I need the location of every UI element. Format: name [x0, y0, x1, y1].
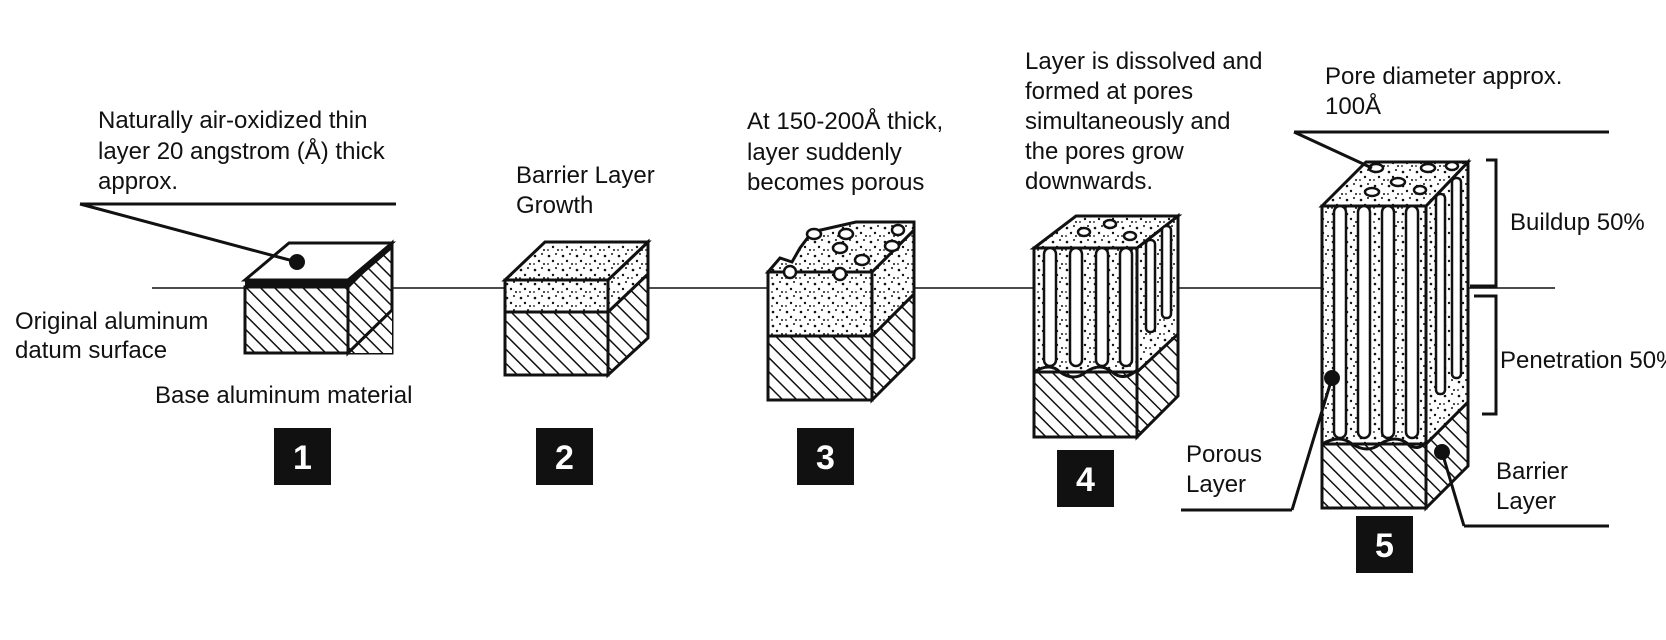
- step-badge-5: 5: [1356, 516, 1413, 573]
- leader-porous: [1290, 377, 1334, 511]
- label-base: Base aluminum material: [155, 382, 412, 409]
- leader-pore: [1293, 130, 1373, 170]
- bracket-buildup: [1470, 158, 1498, 288]
- label-porous-onset: At 150-200Å thick, layer suddenly become…: [747, 107, 950, 196]
- step-badge-3: 3: [797, 428, 854, 485]
- leader-oxide: [79, 202, 298, 264]
- svg-text:3: 3: [816, 439, 835, 477]
- label-barrier-growth: Barrier Layer Growth: [516, 162, 661, 219]
- bracket-penetration: [1474, 294, 1498, 416]
- block-3: [764, 220, 916, 404]
- step-badge-4: 4: [1057, 450, 1114, 507]
- step-badge-1: 1: [274, 428, 331, 485]
- label-dissolve: Layer is dissolved and formed at pores s…: [1025, 48, 1269, 195]
- label-buildup: Buildup 50%: [1510, 209, 1645, 236]
- block-5: [1318, 158, 1472, 512]
- block-4: [1029, 212, 1183, 441]
- block-2: [501, 238, 652, 379]
- svg-text:4: 4: [1076, 461, 1095, 499]
- label-porous-layer: Porous Layer: [1186, 441, 1269, 498]
- leader-barrier: [1440, 451, 1466, 527]
- svg-text:2: 2: [555, 439, 574, 477]
- block-1: [240, 239, 397, 357]
- label-penetration: Penetration 50%: [1500, 347, 1666, 374]
- label-datum: Original aluminum datum surface: [15, 308, 215, 364]
- label-natural-oxide: Naturally air-oxidized thin layer 20 ang…: [98, 107, 391, 195]
- label-barrier-layer: Barrier Layer: [1496, 458, 1575, 515]
- svg-text:1: 1: [293, 439, 312, 477]
- step-badge-2: 2: [536, 428, 593, 485]
- label-pore-diameter: Pore diameter approx. 100Å: [1325, 63, 1569, 120]
- svg-text:5: 5: [1375, 527, 1394, 565]
